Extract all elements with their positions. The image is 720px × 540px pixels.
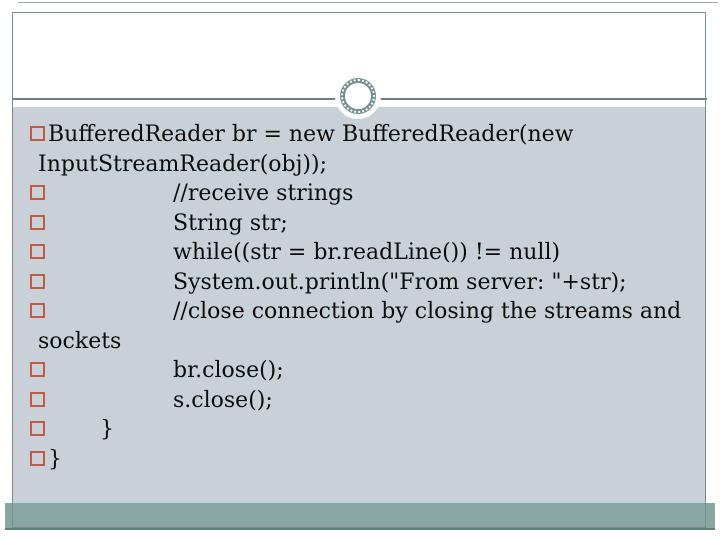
code-line-text: while((str = br.readLine()) != null) xyxy=(173,240,561,265)
code-line-text: //close connection by closing the stream… xyxy=(173,299,682,324)
code-line-text: String str; xyxy=(173,210,288,236)
code-line-text: //receive strings xyxy=(173,181,354,206)
code-bullet-list: BufferedReader br = new BufferedReader(n… xyxy=(30,120,695,474)
code-line-text: } xyxy=(100,417,114,442)
square-bullet-icon xyxy=(30,391,45,407)
list-item: //receive strings xyxy=(30,179,695,209)
list-item: //close connection by closing the stream… xyxy=(30,297,695,356)
circle-ornament-icon xyxy=(340,78,376,114)
square-bullet-icon xyxy=(30,303,45,318)
list-item: br.close(); xyxy=(30,356,695,386)
slide-content-panel xyxy=(13,107,706,503)
square-bullet-icon xyxy=(30,362,45,377)
code-line-text: } xyxy=(48,446,62,472)
list-item: String str; xyxy=(30,209,695,239)
list-item: BufferedReader br = new BufferedReader(n… xyxy=(30,120,695,179)
list-item: s.close(); xyxy=(30,386,695,416)
code-line-text: s.close(); xyxy=(173,387,273,413)
list-item: } xyxy=(30,415,695,445)
code-line-text: br.close(); xyxy=(173,358,284,383)
list-item: System.out.println("From server: "+str); xyxy=(30,268,695,298)
square-bullet-icon xyxy=(30,185,45,200)
list-item: } xyxy=(30,445,695,475)
footer-band xyxy=(5,503,715,530)
code-line-continuation: sockets xyxy=(38,328,122,354)
code-line-text: System.out.println("From server: "+str); xyxy=(173,269,627,295)
code-line-continuation: InputStreamReader(obj)); xyxy=(38,151,328,177)
code-line-text: BufferedReader br = new BufferedReader(n… xyxy=(48,122,574,147)
square-bullet-icon xyxy=(30,421,45,436)
top-decorative-rule xyxy=(18,2,718,3)
square-bullet-icon xyxy=(30,126,45,141)
square-bullet-icon xyxy=(30,450,45,466)
list-item: while((str = br.readLine()) != null) xyxy=(30,238,695,268)
square-bullet-icon xyxy=(30,214,45,230)
dotted-ring-icon xyxy=(341,79,375,113)
square-bullet-icon xyxy=(30,273,45,289)
square-bullet-icon xyxy=(30,244,45,259)
